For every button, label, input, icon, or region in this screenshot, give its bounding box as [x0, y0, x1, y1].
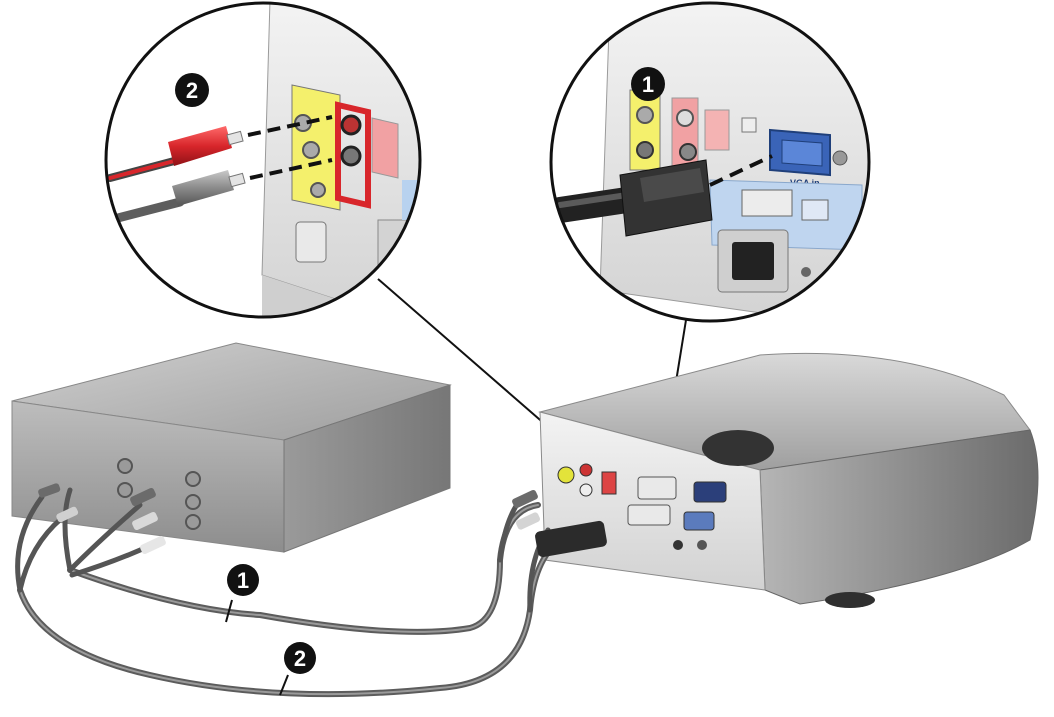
projector-lens	[702, 430, 774, 466]
callout-label-inset-right: 1	[642, 72, 654, 97]
inset-audio-detail: 2	[104, 1, 422, 319]
callout-badge-cable-2: 2	[279, 642, 316, 696]
inset-vga-detail: VGA in 1	[549, 1, 871, 323]
projector-foot	[825, 592, 875, 608]
callout-badge-cable-1: 1	[225, 564, 259, 623]
vga-plug	[535, 520, 607, 558]
source-plugs	[38, 483, 166, 555]
callout-label-inset-left: 2	[186, 78, 198, 103]
projector-plugs	[512, 489, 607, 558]
projector	[538, 352, 1039, 608]
source-device	[11, 342, 452, 553]
callout-badge-1	[631, 67, 665, 101]
source-device-jacks	[117, 458, 201, 530]
callout-label-cable-1: 1	[237, 568, 249, 593]
source-device-side	[283, 384, 451, 553]
rca-audio-plug-icon	[168, 126, 232, 166]
callout-badge-2	[175, 73, 209, 107]
projector-ports	[557, 463, 727, 550]
projector-top	[538, 352, 1031, 471]
callout-label-cable-2: 2	[294, 646, 306, 671]
cables	[15, 487, 563, 698]
